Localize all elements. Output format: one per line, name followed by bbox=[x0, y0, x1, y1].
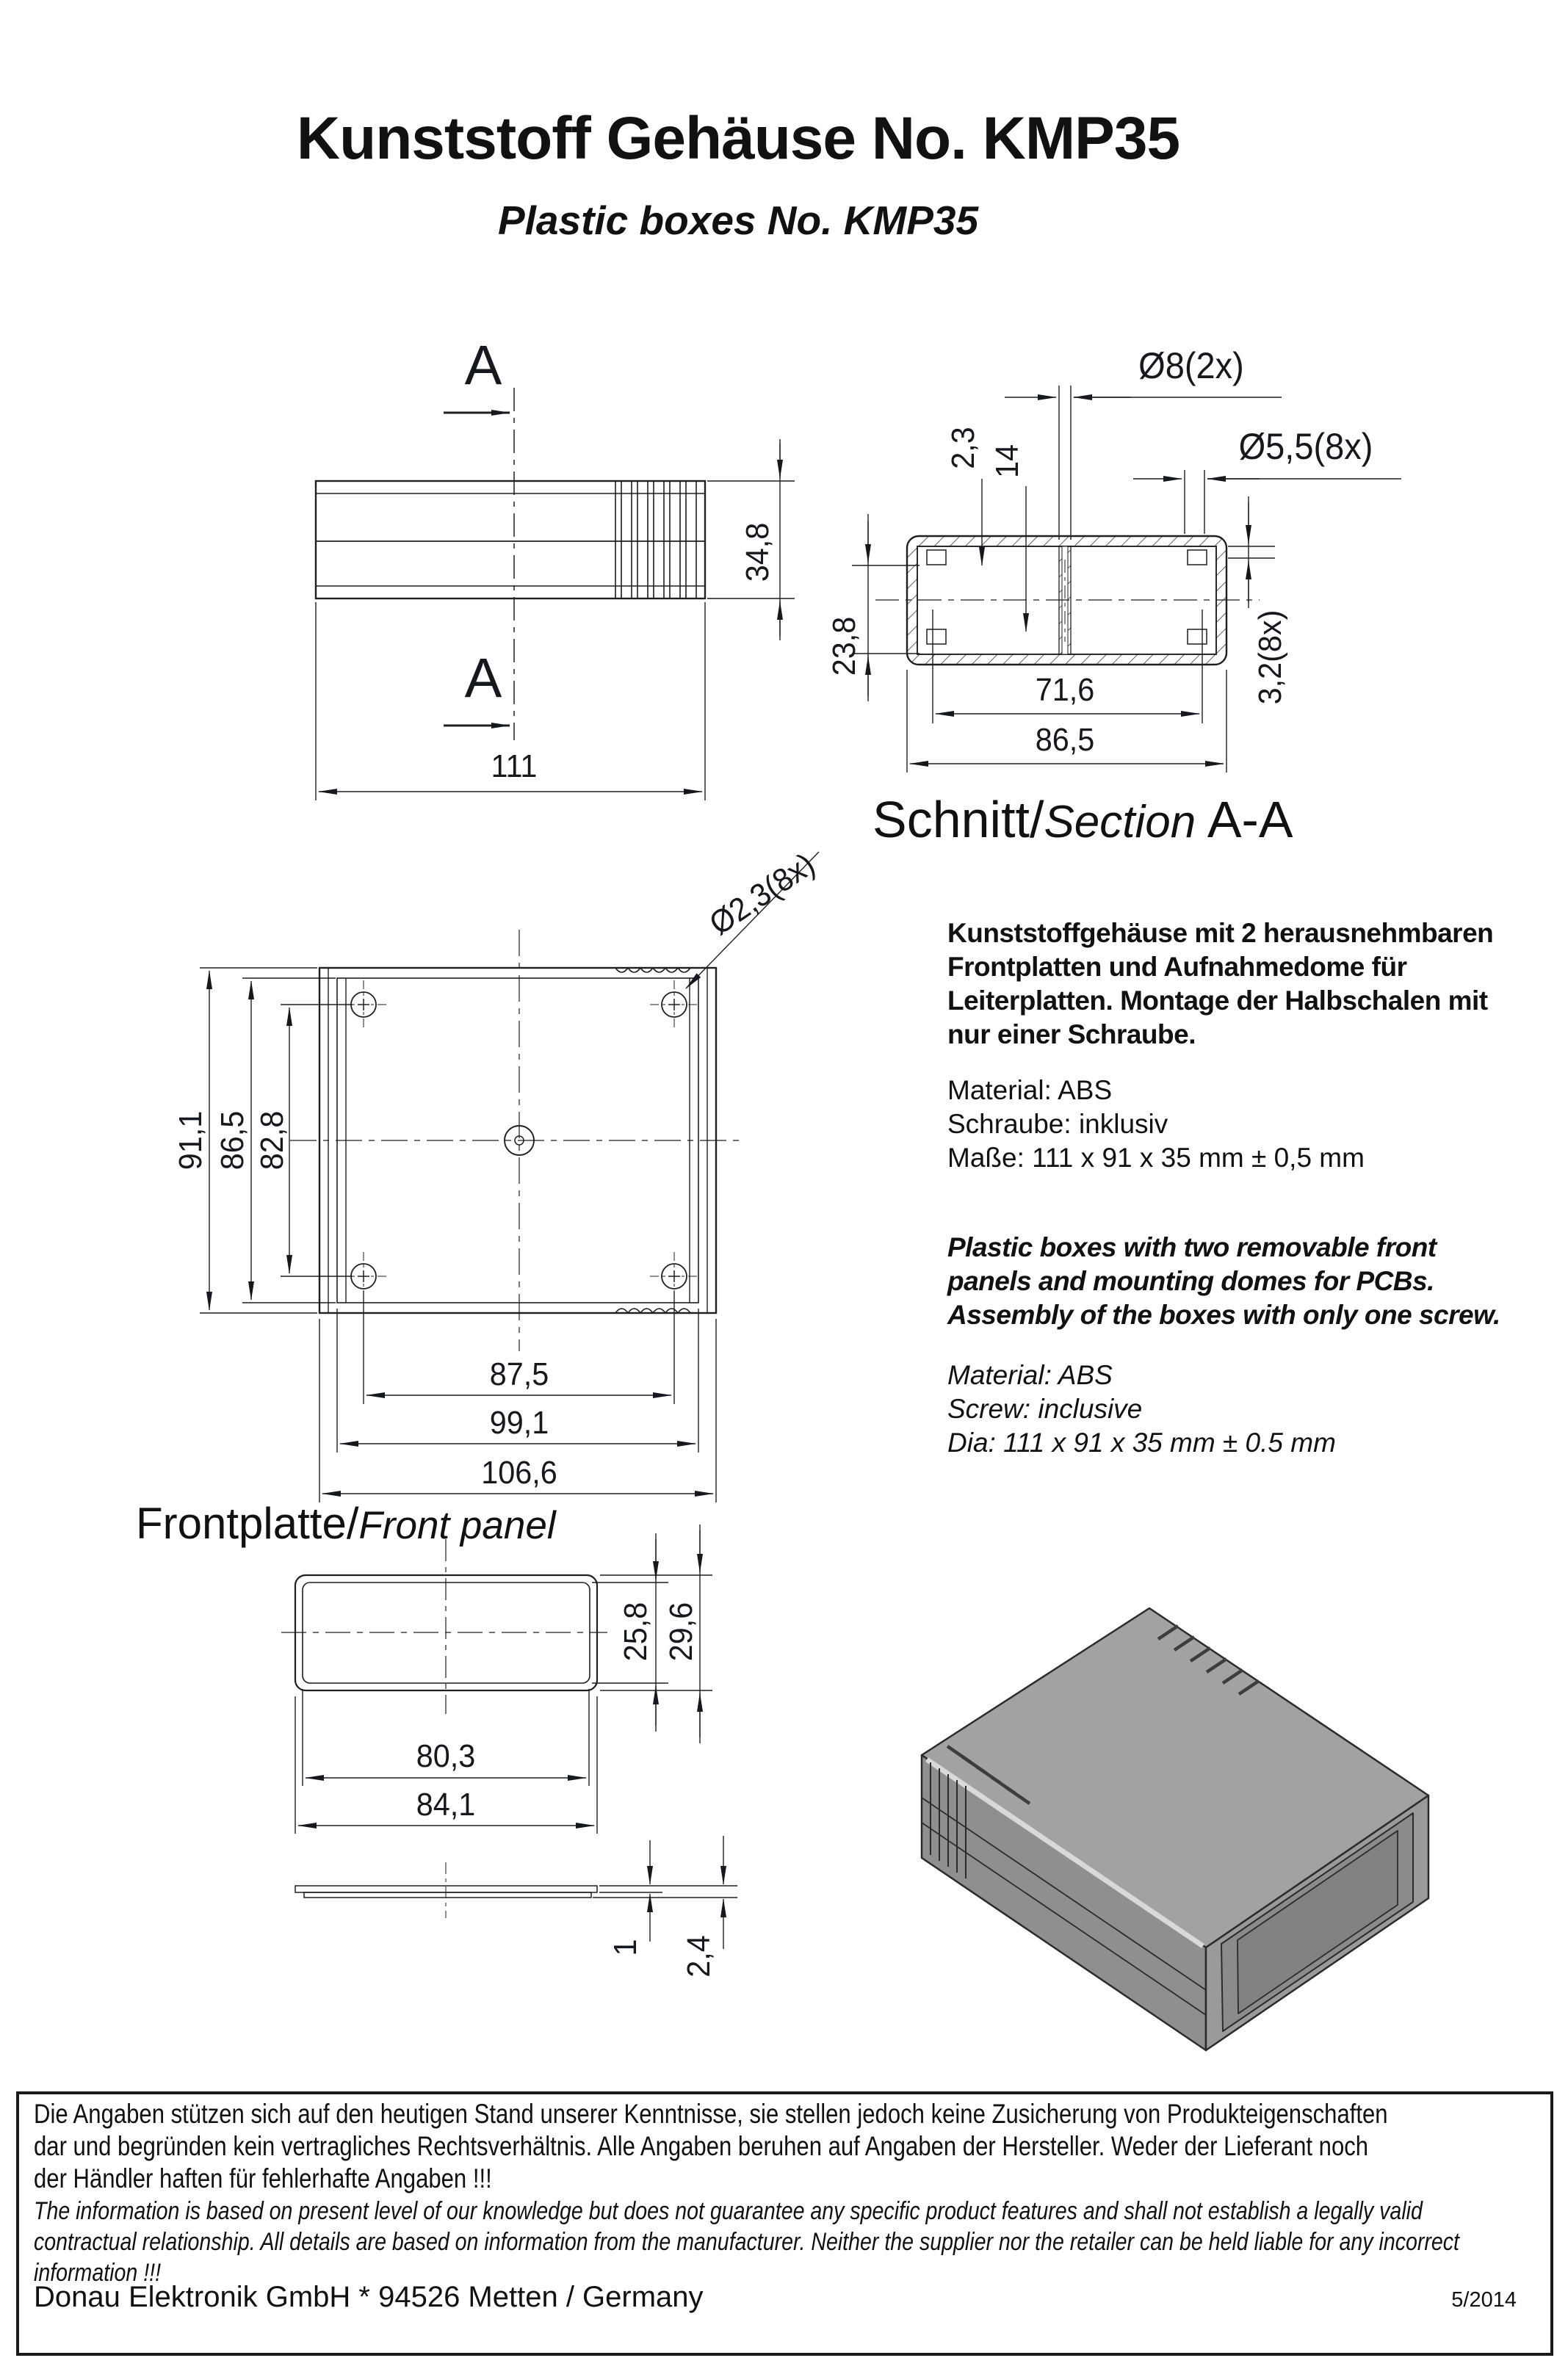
front-panel-drawing bbox=[281, 1524, 737, 1949]
page-title-german: Kunststoff Gehäuse No. KMP35 bbox=[296, 105, 1180, 172]
spec-material-en: Material: ABS bbox=[947, 1360, 1113, 1390]
dim-height-86-5: 86,5 bbox=[214, 1110, 250, 1171]
spec-size-de: Maße: 111 x 91 x 35 mm ± 0,5 mm bbox=[947, 1143, 1365, 1173]
dim-inner-width-71-6: 71,6 bbox=[1035, 672, 1095, 708]
frontpanel-heading-en: Front panel bbox=[358, 1504, 556, 1547]
description-english-line: panels and mounting domes for PCBs. bbox=[947, 1266, 1434, 1296]
isometric-box-image bbox=[920, 1607, 1430, 2052]
footer-disclaimer-box bbox=[16, 2091, 1553, 2356]
frontpanel-heading: Frontplatte/Front panel bbox=[136, 1498, 556, 1549]
section-heading-suffix: A-A bbox=[1196, 791, 1293, 848]
disclaimer-de-line1: Die Angaben stützen sich auf den heutige… bbox=[34, 2099, 1388, 2129]
section-heading: Schnitt/Section A-A bbox=[872, 790, 1293, 849]
description-german-line: Frontplatten und Aufnahmedome für bbox=[947, 952, 1407, 982]
description-german: Kunststoffgehäuse mit 2 herausnehmbaren … bbox=[947, 916, 1535, 1052]
dim-panel-29-6: 29,6 bbox=[663, 1602, 699, 1662]
description-german-line: Leiterplatten. Montage der Halbschalen m… bbox=[947, 985, 1488, 1016]
side-view-drawing bbox=[314, 388, 795, 800]
spec-screw-en: Screw: inclusive bbox=[947, 1394, 1143, 1424]
disclaimer-de-line2: dar und begründen kein vertragliches Rec… bbox=[34, 2131, 1369, 2161]
top-view-drawing bbox=[200, 851, 820, 1502]
dim-side-holes: Ø5,5(8x) bbox=[1238, 426, 1373, 467]
dim-width-87-5: 87,5 bbox=[489, 1356, 549, 1392]
page-title-english: Plastic boxes No. KMP35 bbox=[497, 198, 979, 243]
section-marker-top: A bbox=[464, 334, 502, 397]
section-heading-en: Section bbox=[1044, 797, 1196, 847]
dim-panel-80-3: 80,3 bbox=[416, 1738, 476, 1774]
disclaimer-en-line2: contractual relationship. All details ar… bbox=[34, 2228, 1460, 2256]
dim-center-hole: Ø8(2x) bbox=[1138, 345, 1244, 386]
dim-inner-height-23-8: 23,8 bbox=[826, 616, 862, 676]
description-german-line: nur einer Schraube. bbox=[947, 1019, 1196, 1049]
dim-wall-2-3: 2,3 bbox=[945, 427, 981, 469]
dim-width-99-1: 99,1 bbox=[489, 1405, 549, 1441]
section-marker-bottom: A bbox=[464, 647, 502, 710]
dim-panel-2-4: 2,4 bbox=[681, 1935, 717, 1978]
dim-outer-width-86-5: 86,5 bbox=[1035, 722, 1095, 758]
spec-material-de: Material: ABS bbox=[947, 1075, 1113, 1105]
dim-height-91-1: 91,1 bbox=[173, 1110, 209, 1171]
dim-slot-14: 14 bbox=[989, 444, 1025, 479]
disclaimer-de-line3: der Händler haften für fehlerhafte Angab… bbox=[34, 2163, 492, 2193]
spec-screw-de: Schraube: inklusiv bbox=[947, 1109, 1168, 1139]
specs-english: Material: ABS Screw: inclusive Dia: 111 … bbox=[947, 1359, 1535, 1460]
dim-length-111: 111 bbox=[491, 748, 538, 784]
dim-width-106-6: 106,6 bbox=[481, 1455, 557, 1491]
disclaimer-en-line1: The information is based on present leve… bbox=[34, 2197, 1423, 2225]
description-english-line: Assembly of the boxes with only one scre… bbox=[947, 1300, 1500, 1330]
dim-panel-1: 1 bbox=[607, 1939, 643, 1956]
company-line: Donau Elektronik GmbH * 94526 Metten / G… bbox=[34, 2281, 704, 2313]
section-view-drawing bbox=[852, 386, 1401, 773]
description-english: Plastic boxes with two removable front p… bbox=[947, 1231, 1535, 1332]
disclaimer-en-line3: information !!! bbox=[34, 2259, 162, 2287]
dim-height-34-8: 34,8 bbox=[740, 522, 776, 582]
spec-size-en: Dia: 111 x 91 x 35 mm ± 0.5 mm bbox=[947, 1428, 1336, 1458]
specs-german: Material: ABS Schraube: inklusiv Maße: 1… bbox=[947, 1074, 1535, 1175]
description-german-line: Kunststoffgehäuse mit 2 herausnehmbaren bbox=[947, 918, 1494, 948]
description-english-line: Plastic boxes with two removable front bbox=[947, 1232, 1437, 1262]
dim-panel-84-1: 84,1 bbox=[416, 1787, 476, 1823]
dim-panel-25-8: 25,8 bbox=[618, 1602, 654, 1662]
dim-rib-3-2: 3,2(8x) bbox=[1252, 610, 1288, 705]
dim-height-82-8: 82,8 bbox=[254, 1110, 290, 1171]
revision-date: 5/2014 bbox=[1451, 2288, 1517, 2312]
frontpanel-heading-de: Frontplatte/ bbox=[136, 1499, 359, 1548]
section-heading-de: Schnitt/ bbox=[872, 791, 1044, 848]
